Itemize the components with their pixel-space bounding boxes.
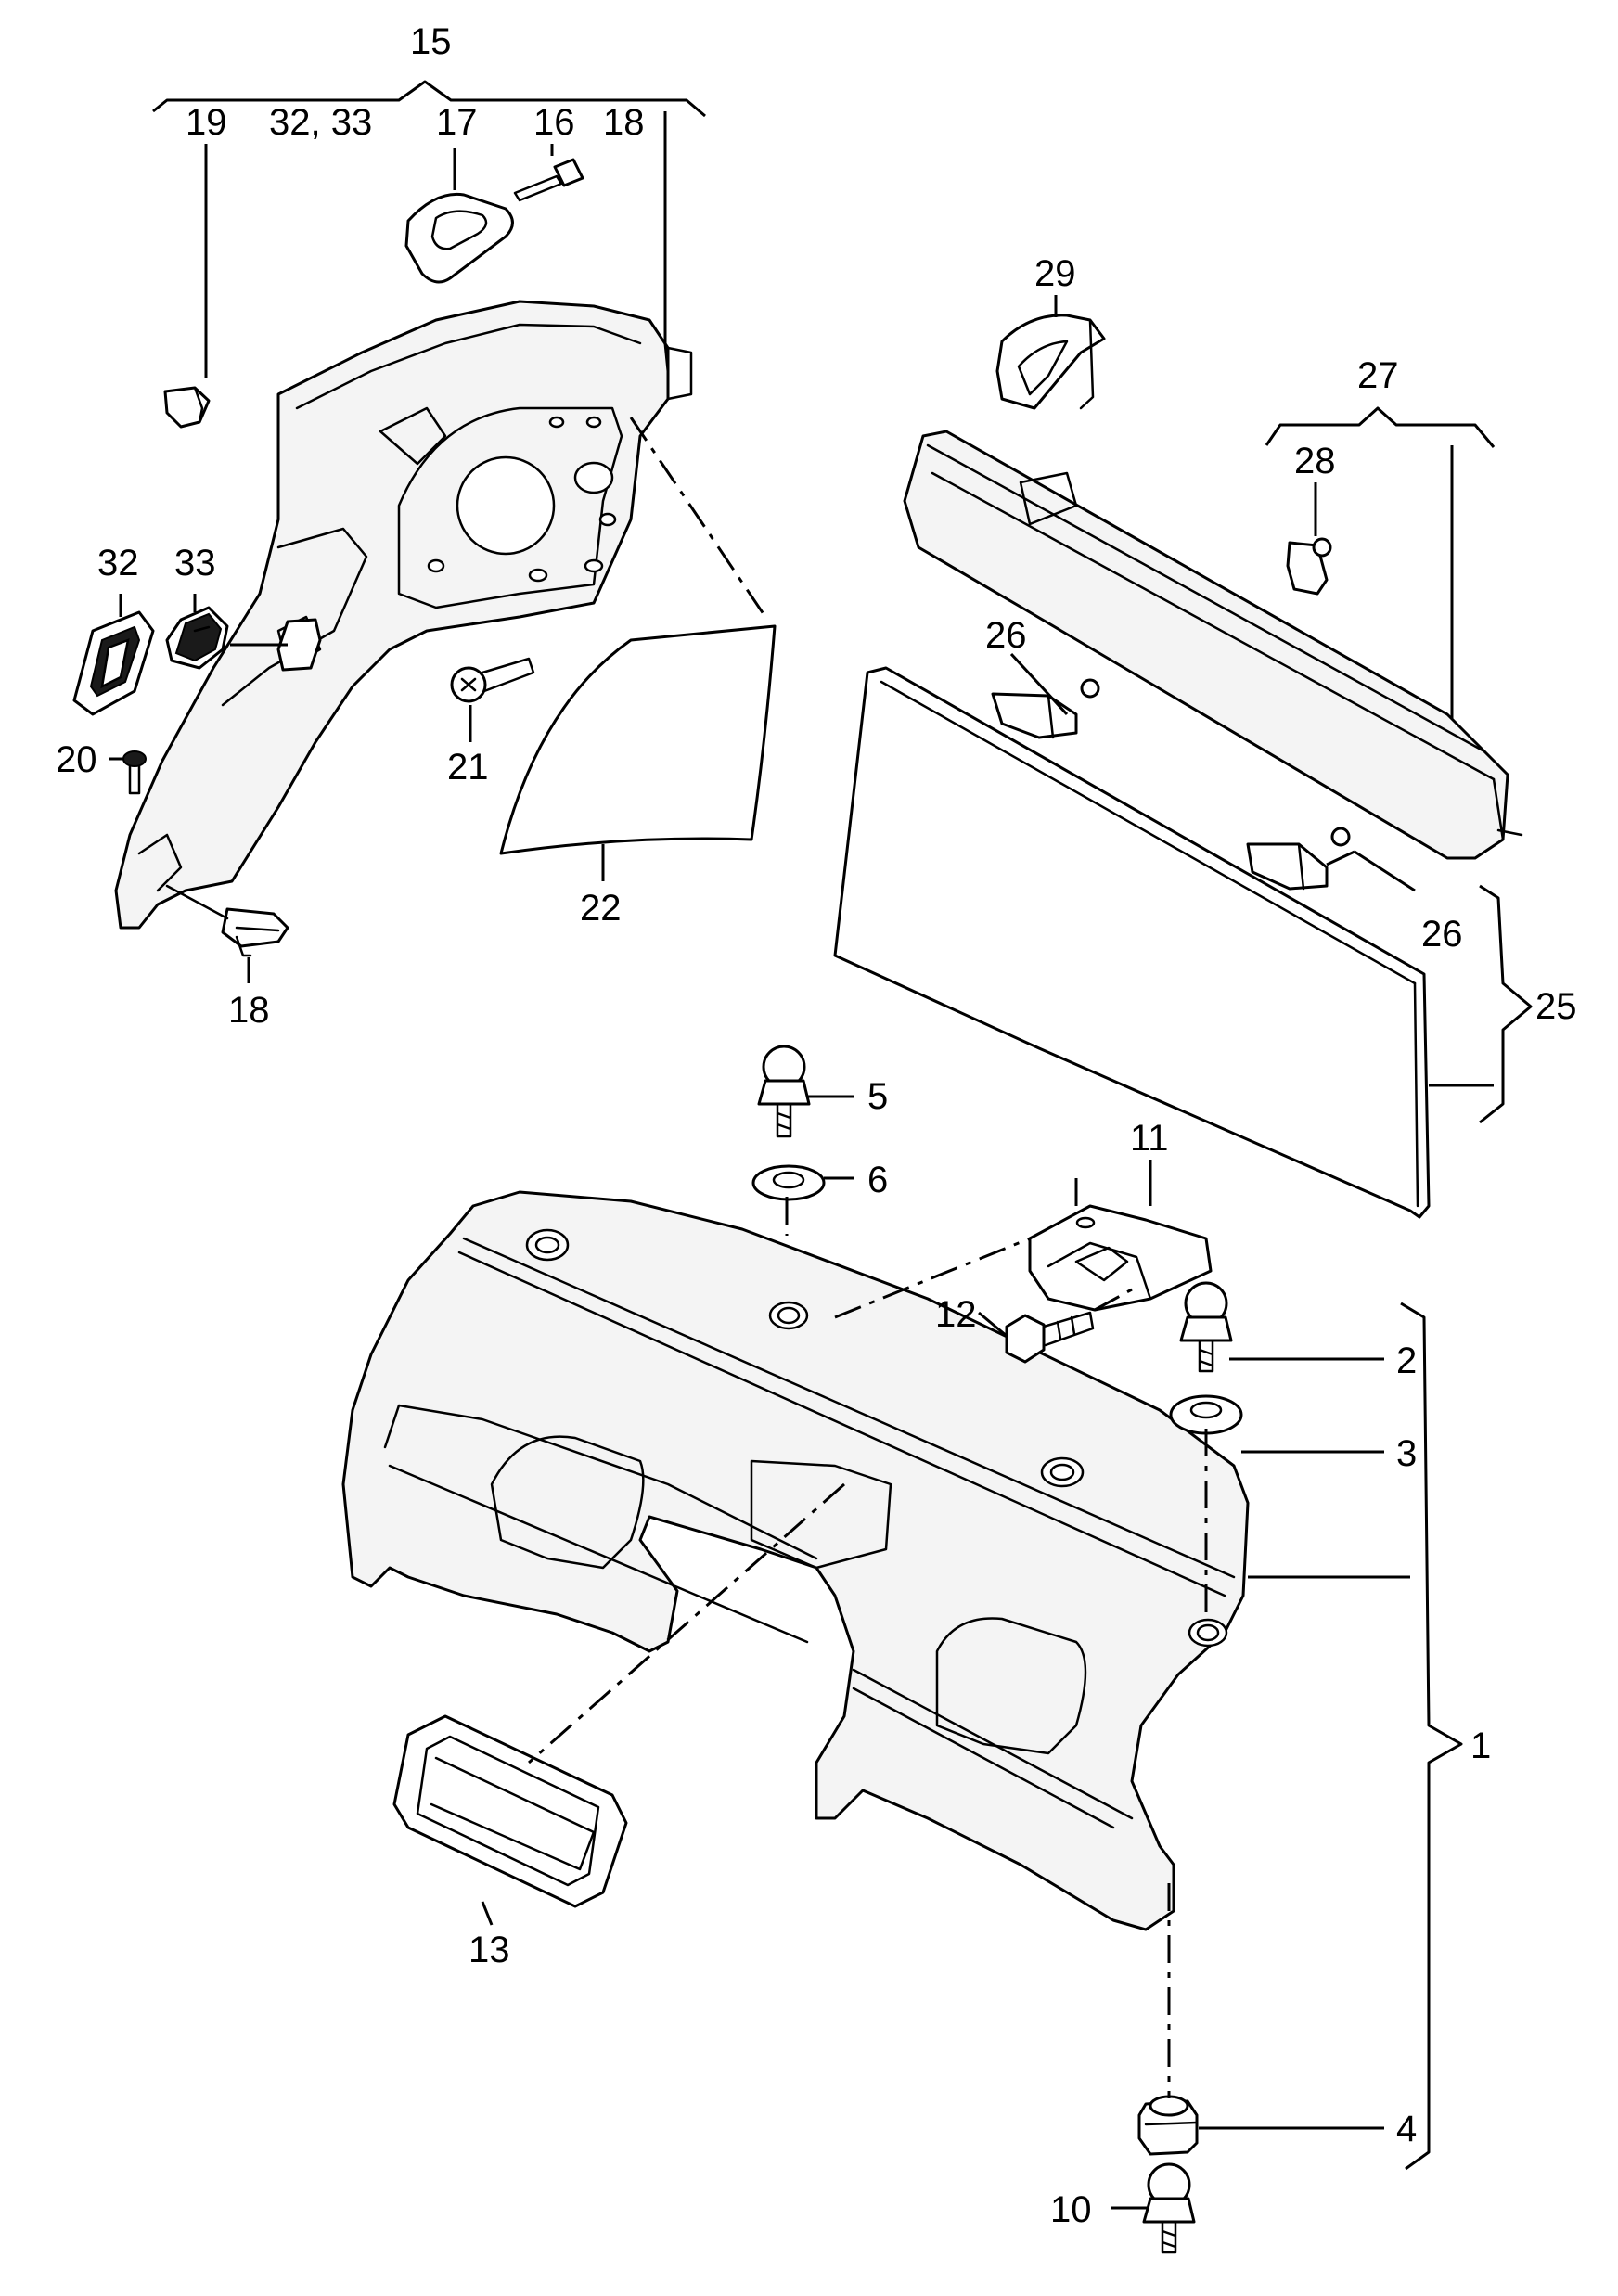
callout-18-top: 18 <box>603 102 645 143</box>
brace-group-27 <box>1265 406 1496 448</box>
assembly-lines <box>528 417 1208 2098</box>
ball-stud-part-2 <box>1179 1281 1233 1373</box>
handle-part-33 <box>165 606 229 670</box>
callout-32: 32 <box>97 543 139 584</box>
screw-part-16 <box>513 158 584 202</box>
callout-29: 29 <box>1034 253 1076 294</box>
callout-5: 5 <box>867 1076 888 1117</box>
callout-4: 4 <box>1396 2109 1417 2149</box>
screw-part-20 <box>122 750 147 795</box>
rear-trim-panel-part-1 <box>341 1190 1250 1931</box>
brace-group-1 <box>1400 1302 1463 2171</box>
callout-19: 19 <box>186 102 227 143</box>
callout-16: 16 <box>533 102 575 143</box>
upper-trim-strip-part-27 <box>903 430 1523 860</box>
cover-part-29 <box>995 314 1106 410</box>
clip-part-28 <box>1286 537 1332 596</box>
clip-part-4 <box>1137 2095 1199 2156</box>
leader-lines <box>109 111 1494 2210</box>
grommet-part-3 <box>1169 1394 1243 1435</box>
callout-6: 6 <box>867 1160 888 1200</box>
clip-part-26-upper <box>991 678 1100 739</box>
callout-12: 12 <box>935 1294 977 1335</box>
clip-part-26-lower <box>1246 827 1351 891</box>
frame-part-13 <box>392 1714 628 1908</box>
trim-recess <box>276 618 322 672</box>
callout-11: 11 <box>1130 1118 1169 1159</box>
bolt-part-12 <box>1005 1311 1095 1364</box>
grommet-part-6 <box>751 1164 826 1201</box>
callout-15: 15 <box>410 21 452 62</box>
callout-21: 21 <box>447 747 489 788</box>
callout-26-upper: 26 <box>985 615 1027 656</box>
panel-part-25 <box>833 666 1431 1219</box>
callout-2: 2 <box>1396 1340 1417 1381</box>
insulation-part-22 <box>499 624 777 855</box>
brace-group-25 <box>1479 884 1533 1124</box>
bracket-part-11 <box>1028 1204 1213 1312</box>
callout-32-33: 32, 33 <box>269 102 372 143</box>
callout-28: 28 <box>1294 441 1336 481</box>
ball-stud-part-5 <box>757 1045 811 1138</box>
callout-20: 20 <box>56 739 97 780</box>
callout-labels: 15 19 32, 33 17 16 18 29 27 28 32 33 20 … <box>56 21 1577 2230</box>
callout-13: 13 <box>469 1930 510 1970</box>
callout-25: 25 <box>1535 986 1577 1027</box>
callout-10: 10 <box>1050 2189 1092 2230</box>
callout-3: 3 <box>1396 1433 1417 1474</box>
callout-27: 27 <box>1357 355 1399 396</box>
callout-22: 22 <box>580 888 622 929</box>
callout-17: 17 <box>436 102 478 143</box>
cover-part-17 <box>404 192 514 284</box>
callout-18-bottom: 18 <box>228 990 270 1031</box>
side-trim-panel <box>114 300 693 930</box>
ball-stud-part-10 <box>1142 2162 1196 2254</box>
screw-part-21 <box>450 657 535 703</box>
brace-group-15 <box>152 80 706 118</box>
callout-26-lower: 26 <box>1421 914 1463 955</box>
handle-part-32 <box>72 610 155 716</box>
clip-part-18 <box>165 884 289 957</box>
callout-33: 33 <box>174 543 216 584</box>
clip-part-19 <box>163 386 211 429</box>
callout-1: 1 <box>1470 1725 1491 1766</box>
